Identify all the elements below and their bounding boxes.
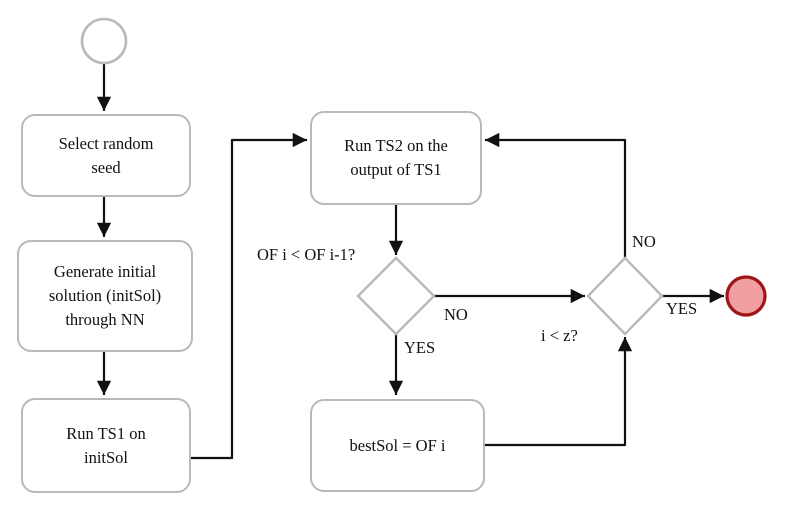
start-node [80, 17, 128, 65]
decision-iz-label: i < z? [541, 326, 578, 345]
edge-label-of-no: NO [444, 305, 468, 324]
edge-decision-iz-no-to-run-ts2 [485, 132, 627, 258]
decision-iz-diamond [586, 256, 664, 336]
node-generate-initial: Generate initial solution (initSol) thro… [17, 240, 193, 352]
node-run-ts1: Run TS1 on initSol [21, 398, 191, 493]
edge-label-iz-yes: YES [666, 299, 698, 318]
edge-bestsol-to-decision-iz [485, 337, 633, 447]
node-select-seed: Select random seed [21, 114, 191, 197]
decision-of-diamond [356, 256, 436, 336]
node-bestsol: bestSol = OF i [310, 399, 485, 492]
decision-of-label: OF i < OF i-1? [257, 245, 356, 264]
end-node [725, 275, 767, 317]
edge-label-iz-no: NO [632, 232, 656, 251]
edge-label-of-yes: YES [404, 338, 436, 357]
node-run-ts2: Run TS2 on the output of TS1 [310, 111, 482, 205]
edge-run-ts1-to-run-ts2 [191, 132, 307, 460]
